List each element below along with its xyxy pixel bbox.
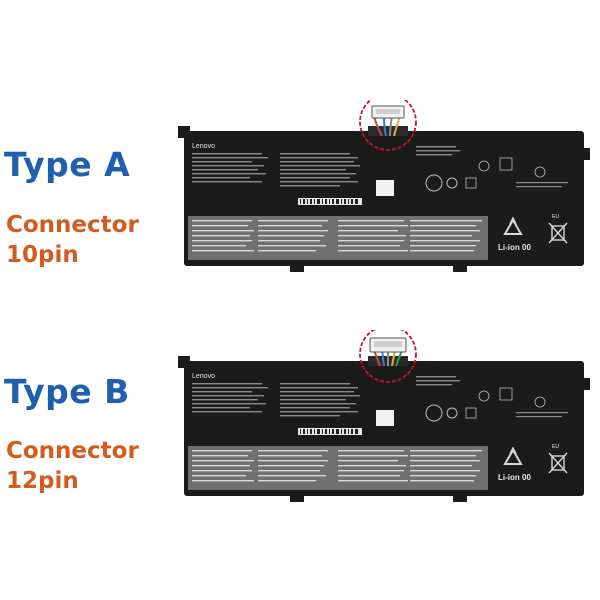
type-a-label: Type A <box>4 145 131 184</box>
barcode <box>298 198 362 205</box>
eu-mark: EU <box>552 214 559 220</box>
battery-type-a: Lenovo <box>178 100 590 285</box>
connector-cable-icon <box>369 337 407 367</box>
li-ion-label: Li-ion 00 <box>498 243 531 252</box>
mount-tab-bottom-2 <box>453 492 467 502</box>
warning-panel <box>188 446 488 490</box>
white-label-square <box>376 410 394 426</box>
warning-text <box>192 450 482 482</box>
crossed-bin-icon <box>548 452 568 474</box>
certification-marks <box>416 146 568 192</box>
brand-logo: Lenovo <box>192 143 215 150</box>
warning-text <box>192 220 482 252</box>
certification-marks <box>416 376 568 422</box>
type-a-pin-label: 10pin <box>6 242 79 268</box>
type-a-connector-label: Connector <box>6 212 139 238</box>
spec-text-middle <box>280 153 360 187</box>
warning-panel <box>188 216 488 260</box>
eu-mark: EU <box>552 444 559 450</box>
mount-tab-bottom-2 <box>453 262 467 272</box>
crossed-bin-icon <box>548 222 568 244</box>
battery-type-b: Lenovo <box>178 330 590 515</box>
cable-outlet <box>368 126 408 136</box>
mount-tab-bottom-1 <box>290 262 304 272</box>
li-ion-label: Li-ion 00 <box>498 473 531 482</box>
battery-type-b-drawing: Lenovo <box>178 330 590 502</box>
recycle-icon <box>503 446 523 465</box>
type-b-connector-label: Connector <box>6 438 139 464</box>
barcode <box>298 428 362 435</box>
recycle-icon <box>503 216 523 235</box>
spec-text-middle <box>280 383 360 417</box>
spec-text-left <box>192 383 268 413</box>
connector-cable-icon <box>371 105 405 137</box>
mount-tab-bottom-1 <box>290 492 304 502</box>
brand-logo: Lenovo <box>192 373 215 380</box>
connector-highlight-circle <box>359 330 417 383</box>
white-label-square <box>376 180 394 196</box>
connector-highlight-circle <box>359 100 417 151</box>
battery-type-a-drawing: Lenovo <box>178 100 590 272</box>
type-b-pin-label: 12pin <box>6 468 79 494</box>
spec-text-left <box>192 153 268 183</box>
type-b-label: Type B <box>4 372 130 411</box>
